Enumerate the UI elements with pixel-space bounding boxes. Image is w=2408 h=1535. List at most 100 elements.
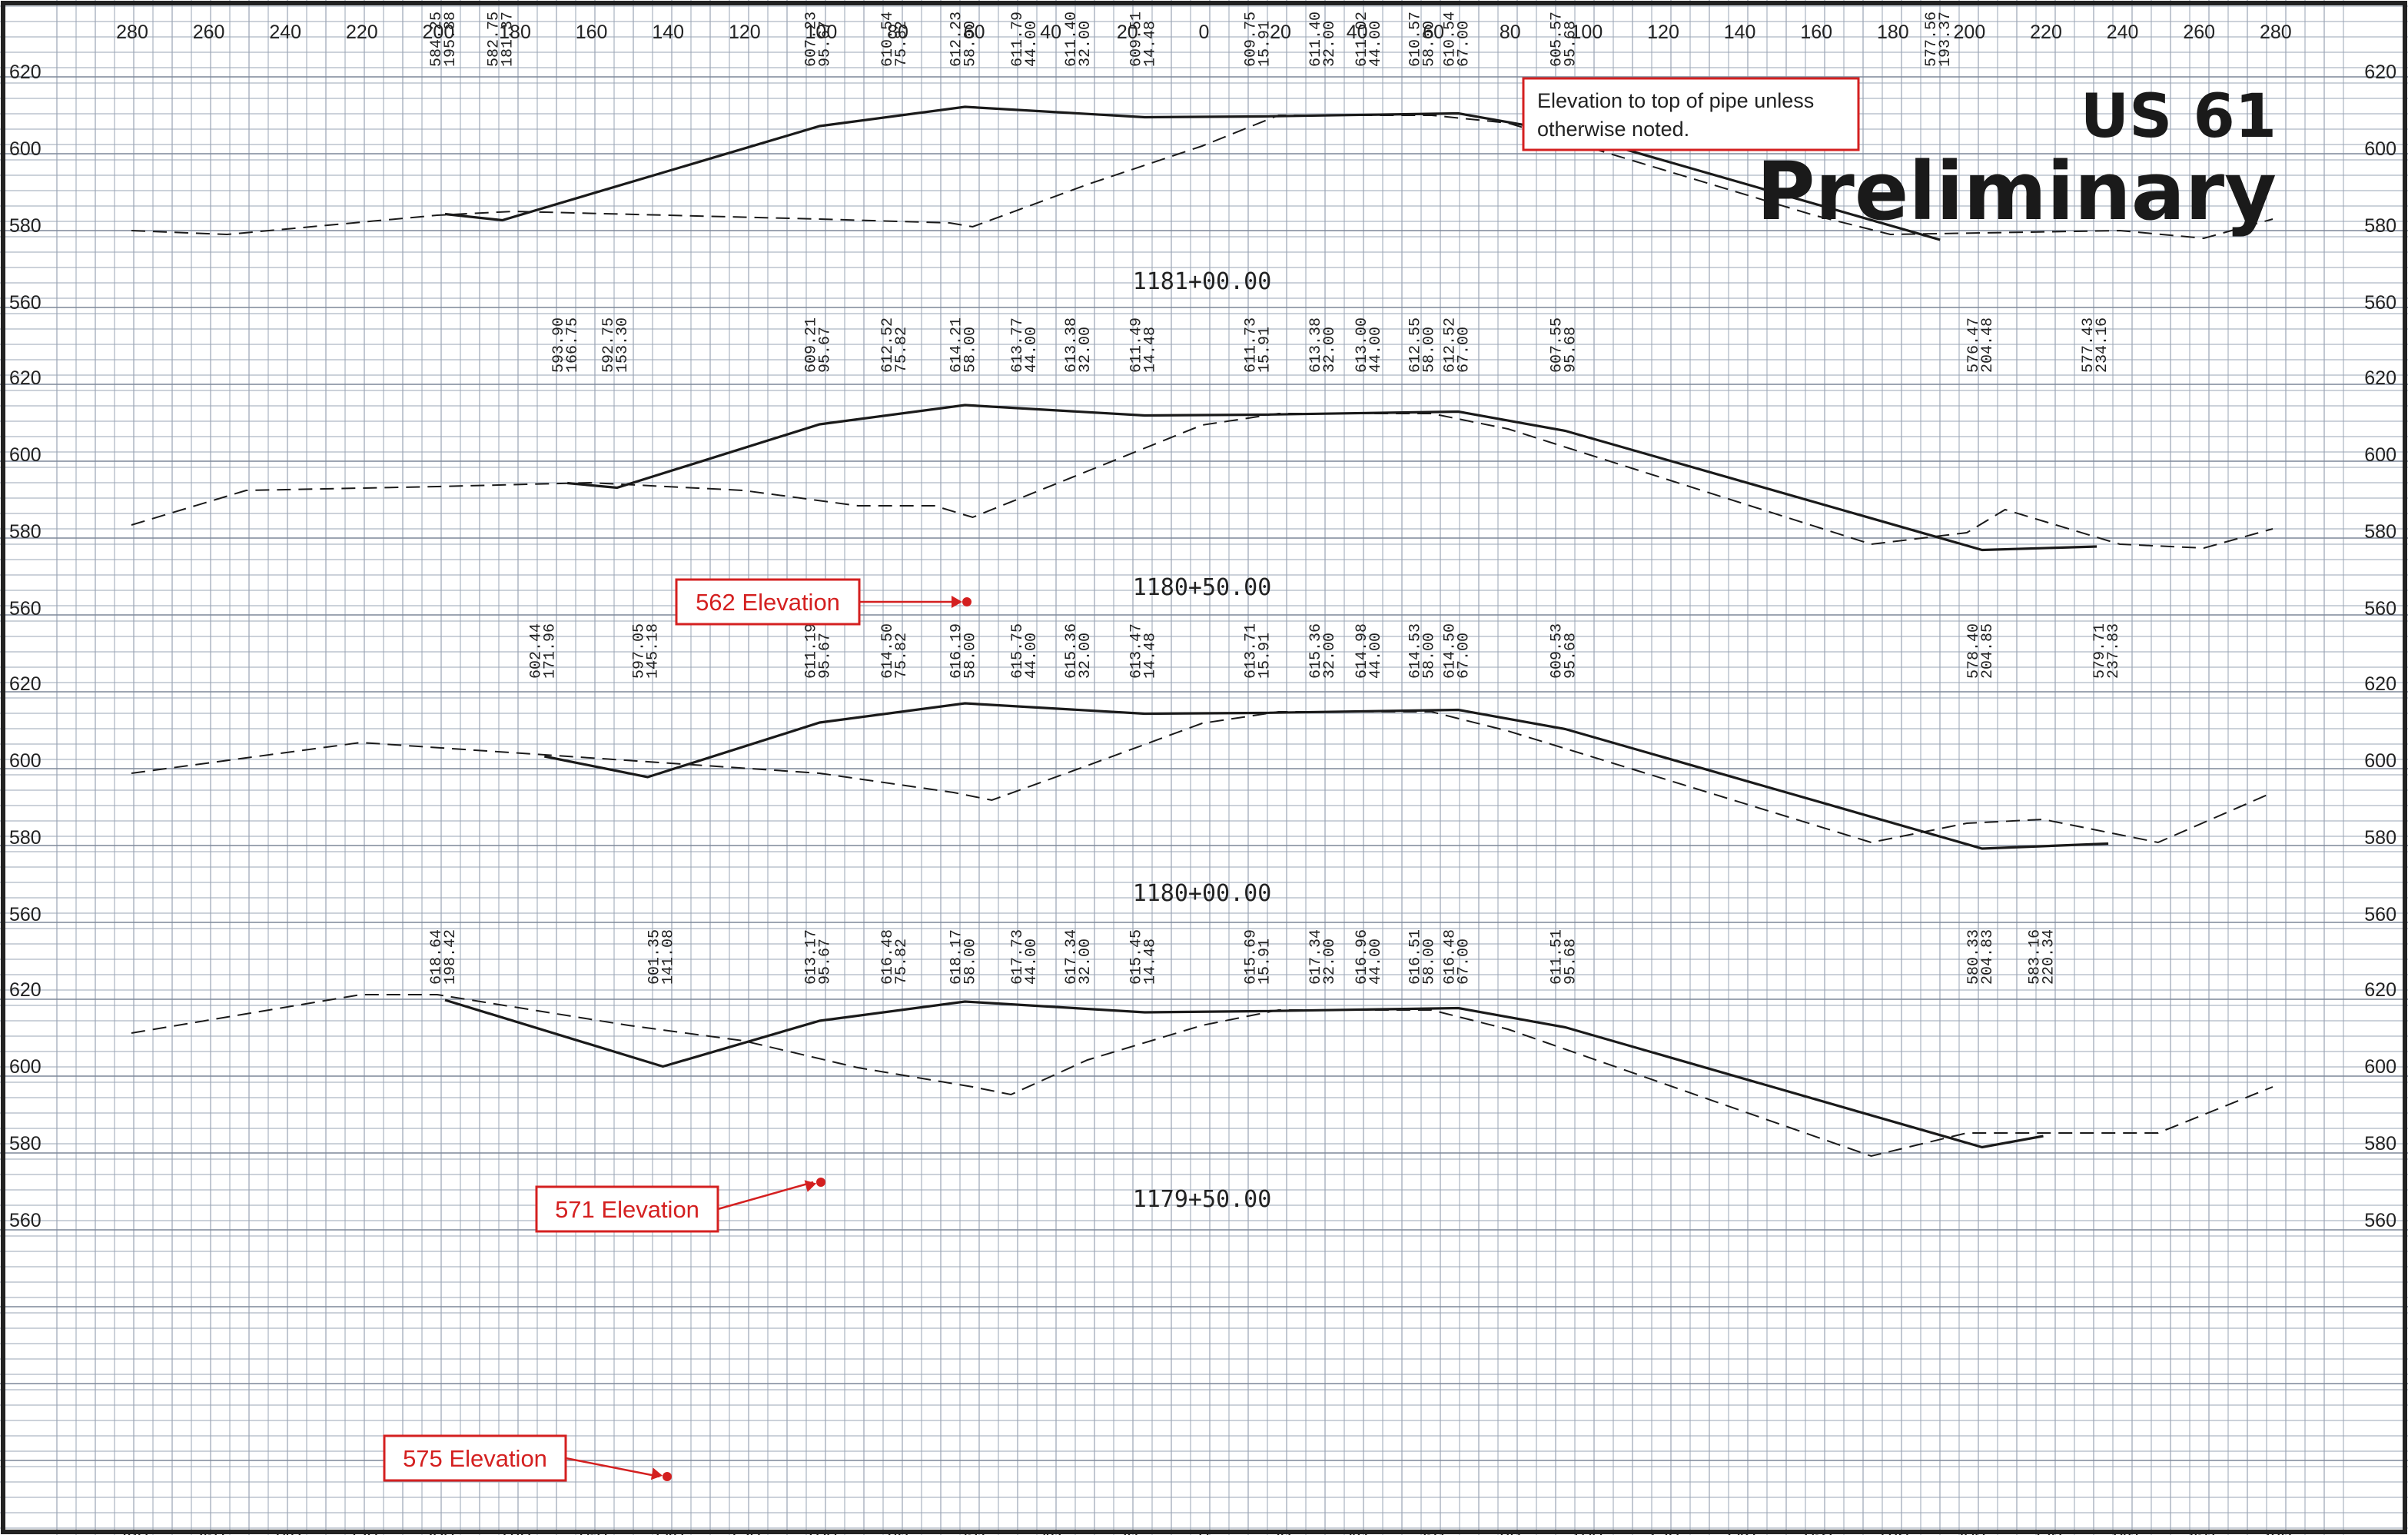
point-offset: 95.68: [1563, 21, 1580, 67]
point-offset: 204.48: [1979, 317, 1997, 373]
point-elevation: 609.75: [1243, 12, 1260, 67]
top-axis-tick-label: 160: [576, 22, 608, 43]
bottom-axis-tick-label: 80: [1500, 1527, 1521, 1535]
point-offset: 58.00: [1421, 939, 1439, 985]
point-elevation: 597.05: [631, 623, 649, 679]
point-elevation: 613.38: [1307, 317, 1325, 373]
callout-label: 562 Elevation: [696, 589, 840, 616]
station-label: 1180+00.00: [1133, 880, 1272, 907]
bottom-axis-tick-label: 120: [1647, 1527, 1679, 1535]
right-elevation-label: 620: [2364, 61, 2396, 83]
bottom-axis-tick-label: 20: [1117, 1527, 1138, 1535]
top-axis-tick-label: 80: [887, 22, 908, 43]
top-axis-tick-label: 60: [964, 22, 985, 43]
point-offset: 67.00: [1455, 327, 1473, 373]
right-elevation-label: 600: [2364, 750, 2396, 772]
point-offset: 58.00: [962, 633, 980, 679]
top-axis-tick-label: 200: [423, 22, 455, 43]
note-box-frame: [1522, 77, 1860, 151]
top-axis-tick-label: 80: [1500, 22, 1521, 43]
callout-box: [675, 578, 861, 626]
point-elevation: 607.23: [803, 12, 821, 67]
bottom-axis-tick-label: 0: [1198, 1527, 1209, 1535]
right-elevation-label: 560: [2364, 292, 2396, 314]
point-offset: 141.08: [660, 929, 678, 985]
point-offset: 171.96: [541, 623, 559, 679]
point-offset: 237.83: [2105, 623, 2123, 679]
point-offset: 95.67: [817, 633, 835, 679]
left-elevation-label: 580: [9, 521, 42, 543]
callout-arrow: [717, 1181, 814, 1211]
point-elevation: 618.64: [428, 929, 446, 985]
point-elevation: 577.56: [1923, 12, 1941, 67]
title-preliminary: Preliminary: [1756, 145, 2277, 238]
top-axis-tick-label: 200: [1954, 22, 1986, 43]
proposed-grade-line: [444, 998, 2044, 1149]
point-elevation: 614.50: [879, 623, 897, 679]
bottom-axis-tick-label: 60: [1423, 1527, 1444, 1535]
point-offset: 14.48: [1141, 327, 1159, 373]
point-elevation: 612.52: [879, 317, 897, 373]
point-elevation: 611.40: [1307, 12, 1325, 67]
bottom-axis-tick-label: 100: [1571, 1527, 1603, 1535]
point-offset: 44.00: [1023, 21, 1041, 67]
point-elevation: 605.57: [1549, 12, 1566, 67]
point-elevation: 615.75: [1009, 623, 1027, 679]
point-elevation: 616.48: [879, 929, 897, 985]
point-elevation: 614.50: [1441, 623, 1459, 679]
point-elevation: 611.73: [1243, 317, 1260, 373]
top-axis-tick-label: 180: [1877, 22, 1909, 43]
point-offset: 14.48: [1141, 939, 1159, 985]
point-elevation: 611.49: [1128, 317, 1145, 373]
top-axis-tick-label: 120: [729, 22, 761, 43]
right-elevation-label: 560: [2364, 598, 2396, 620]
left-elevation-label: 620: [9, 673, 42, 695]
point-offset: 58.00: [962, 939, 980, 985]
point-elevation: 611.79: [1009, 12, 1027, 67]
point-offset: 166.75: [564, 317, 582, 373]
point-elevation: 609.51: [1128, 12, 1145, 67]
point-elevation: 576.47: [1965, 317, 1983, 373]
callout-arrow: [565, 1457, 660, 1478]
left-elevation-label: 560: [9, 1210, 42, 1231]
point-offset: 32.00: [1077, 21, 1094, 67]
point-elevation: 577.43: [2080, 317, 2097, 373]
point-offset: 95.68: [1563, 633, 1580, 679]
bottom-axis-tick-label: 140: [1724, 1527, 1756, 1535]
left-elevation-label: 600: [9, 138, 42, 160]
right-elevation-label: 600: [2364, 444, 2396, 466]
point-elevation: 617.34: [1307, 929, 1325, 985]
existing-ground-line: [131, 711, 2273, 844]
point-elevation: 616.96: [1353, 929, 1371, 985]
point-elevation: 615.45: [1128, 929, 1145, 985]
point-offset: 145.18: [645, 623, 663, 679]
left-elevation-label: 580: [9, 827, 42, 849]
bottom-axis-tick-label: 180: [499, 1527, 531, 1535]
point-offset: 67.00: [1455, 21, 1473, 67]
bottom-axis-tick-label: 160: [576, 1527, 608, 1535]
point-offset: 95.67: [817, 939, 835, 985]
point-elevation: 592.75: [600, 317, 618, 373]
point-offset: 95.68: [1563, 327, 1580, 373]
bottom-axis-tick-label: 180: [1877, 1527, 1909, 1535]
point-offset: 198.42: [442, 929, 460, 985]
top-axis-tick-label: 100: [1571, 22, 1603, 43]
right-elevation-label: 580: [2364, 827, 2396, 849]
